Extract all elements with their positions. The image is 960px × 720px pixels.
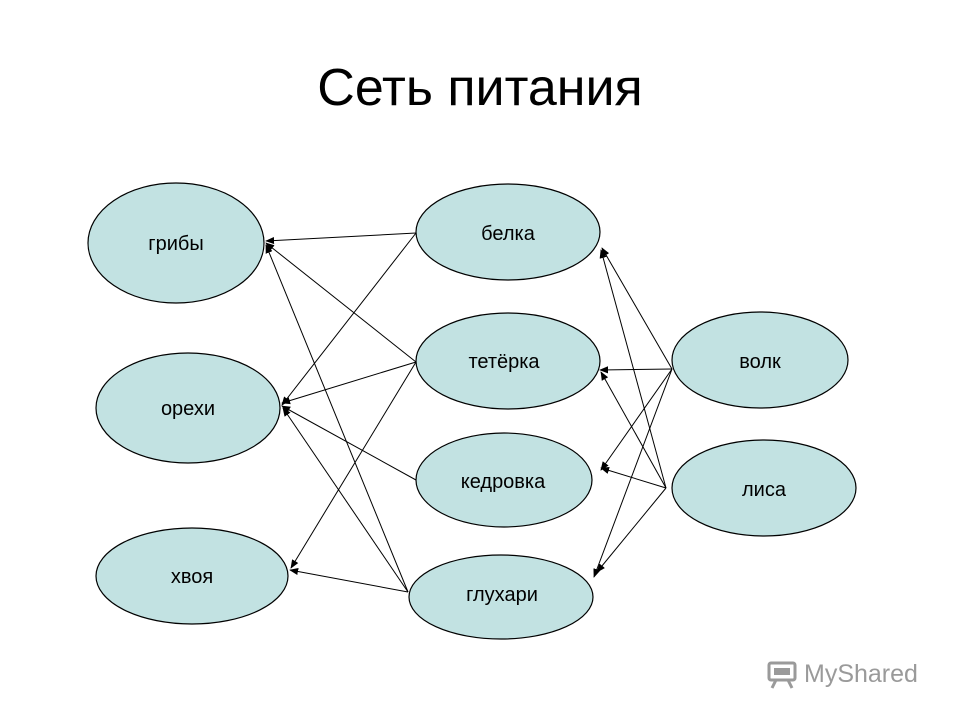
node-label-khvoya: хвоя [171,566,213,588]
edge-glukhari-griby [265,244,409,593]
edge-belka-orekhi [281,232,417,406]
node-teterka: тетёрка [415,312,601,410]
edge-belka-griby [265,232,417,245]
edge-volk-glukhari [593,368,673,578]
edge-teterka-griby [265,242,417,363]
node-khvoya: хвоя [95,527,289,625]
page-title: Сеть питания [317,59,643,117]
edge-teterka-khvoya [290,361,417,569]
node-label-belka: белка [481,223,536,245]
edges-layer [265,232,673,593]
edge-volk-teterka [599,366,673,374]
edge-lisa-glukhari [596,487,667,573]
node-orekhi: орехи [95,352,281,464]
node-label-lisa: лиса [742,479,787,501]
edge-lisa-kedrovka [600,466,667,489]
nodes-layer: грибы орехи хвоя белка тетёрка кедровка … [87,182,857,640]
edge-lisa-belka [599,249,667,489]
node-lisa: лиса [671,439,857,537]
watermark-text: MyShared [804,659,918,688]
node-label-volk: волк [739,351,781,373]
node-belka: белка [415,183,601,281]
node-label-griby: грибы [148,233,203,255]
node-griby: грибы [87,182,265,304]
node-volk: волк [671,311,849,409]
node-label-kedrovka: кедровка [461,471,546,493]
edge-glukhari-khvoya [289,567,409,593]
edge-lisa-teterka [600,371,667,489]
node-label-teterka: тетёрка [468,351,540,373]
presentation-board-icon [767,661,797,689]
edge-volk-belka [601,247,673,370]
node-kedrovka: кедровка [415,432,593,528]
edge-volk-kedrovka [600,368,673,471]
node-label-orekhi: орехи [161,398,215,420]
node-glukhari: глухари [408,554,594,640]
watermark: MyShared [766,656,918,692]
edge-glukhari-orekhi [282,407,409,593]
edge-teterka-orekhi [281,361,417,405]
edge-kedrovka-orekhi [281,405,417,481]
node-label-glukhari: глухари [466,584,538,606]
